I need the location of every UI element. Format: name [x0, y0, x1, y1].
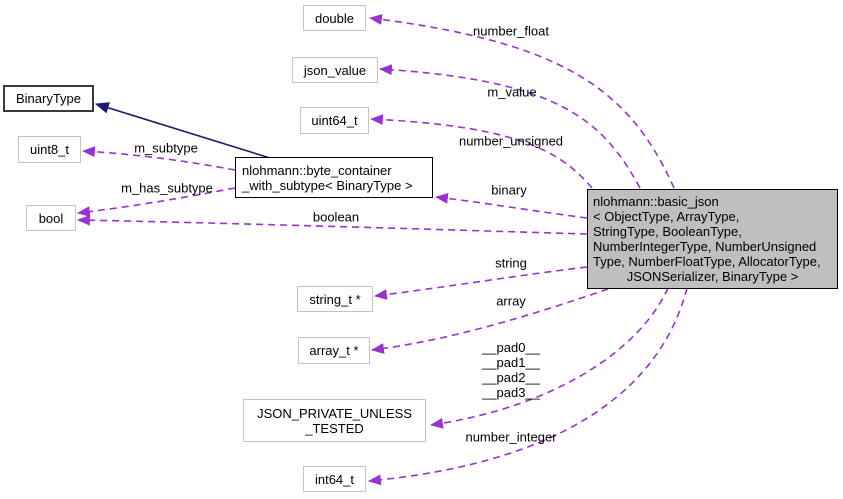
node-int64-t[interactable]: int64_t — [303, 466, 366, 492]
node-basic-json-line1: nlohmann::basic_json — [593, 194, 719, 209]
node-json-private-line2: _TESTED — [305, 420, 364, 436]
node-json-value-label: json_value — [303, 62, 367, 78]
edge-boolean — [76, 214, 588, 235]
edge-label-pads: __pad0__ __pad1__ __pad2__ __pad3__ — [482, 340, 540, 400]
edge-label-pad2: __pad2__ — [482, 370, 540, 385]
edge-label-number-integer: number_integer — [465, 429, 557, 445]
edge-label-m-has-subtype: m_has_subtype — [121, 180, 213, 196]
edge-label-pad1: __pad1__ — [482, 355, 540, 370]
edge-label-boolean: boolean — [312, 209, 360, 225]
node-uint64-t[interactable]: uint64_t — [300, 107, 369, 134]
edge-array — [370, 288, 609, 354]
node-basic-json-line2: < ObjectType, ArrayType, — [593, 209, 740, 224]
node-double-label: double — [314, 10, 355, 26]
edge-label-pad3: __pad3__ — [482, 385, 540, 400]
node-string-t-ptr[interactable]: string_t * — [297, 286, 373, 312]
node-json-private-line1: JSON_PRIVATE_UNLESS — [257, 405, 412, 421]
edge-number-integer — [367, 287, 688, 486]
node-int64-t-label: int64_t — [314, 471, 355, 487]
node-array-t-ptr[interactable]: array_t * — [298, 337, 370, 364]
edge-label-string: string — [495, 255, 527, 271]
node-basic-json-line6: JSONSerializer, BinaryType > — [626, 269, 799, 284]
node-basic-json[interactable]: nlohmann::basic_json < ObjectType, Array… — [587, 189, 838, 289]
edge-label-m-subtype: m_subtype — [134, 140, 198, 156]
edge-label-binary: binary — [491, 182, 527, 198]
node-array-t-ptr-label: array_t * — [309, 343, 359, 358]
node-bool-label: bool — [38, 210, 64, 226]
edge-label-number-unsigned: number_unsigned — [458, 133, 564, 149]
edge-m-subtype — [81, 146, 236, 171]
node-basic-json-line5: Type, NumberFloatType, AllocatorType, — [593, 254, 821, 269]
node-binarytype-label: BinaryType — [15, 91, 82, 106]
node-basic-json-line4: NumberIntegerType, NumberUnsigned — [593, 239, 817, 254]
edge-label-m-value: m_value — [487, 84, 537, 100]
node-byte-container-with-subtype[interactable]: nlohmann::byte_container _with_subtype< … — [235, 157, 433, 198]
node-uint8-t-label: uint8_t — [29, 142, 70, 157]
edge-m-value — [378, 64, 641, 189]
edge-label-array: array — [496, 293, 526, 309]
node-string-t-ptr-label: string_t * — [309, 291, 361, 307]
node-json-private-unless-tested[interactable]: JSON_PRIVATE_UNLESS _TESTED — [243, 399, 426, 442]
edge-number-unsigned — [369, 114, 593, 189]
edge-label-pad0: __pad0__ — [482, 340, 540, 355]
node-uint64-t-label: uint64_t — [311, 113, 358, 128]
node-double[interactable]: double — [303, 5, 366, 31]
node-binarytype[interactable]: BinaryType — [3, 85, 94, 112]
node-basic-json-line3: StringType, BooleanType, — [593, 224, 742, 239]
node-uint8-t[interactable]: uint8_t — [18, 136, 81, 163]
edge-m-has-subtype — [76, 187, 236, 217]
node-json-value[interactable]: json_value — [292, 57, 378, 83]
edge-string — [373, 266, 588, 300]
node-bool[interactable]: bool — [26, 205, 76, 231]
edge-number-float — [368, 14, 675, 189]
edge-pads — [429, 287, 669, 429]
edge-binary — [434, 192, 588, 219]
node-byte-container-line2: _with_subtype< BinaryType > — [242, 177, 413, 193]
edge-label-number-float: number_float — [473, 23, 549, 39]
edge-inheritance-binarytype — [94, 102, 271, 159]
node-byte-container-line1: nlohmann::byte_container — [242, 162, 392, 178]
